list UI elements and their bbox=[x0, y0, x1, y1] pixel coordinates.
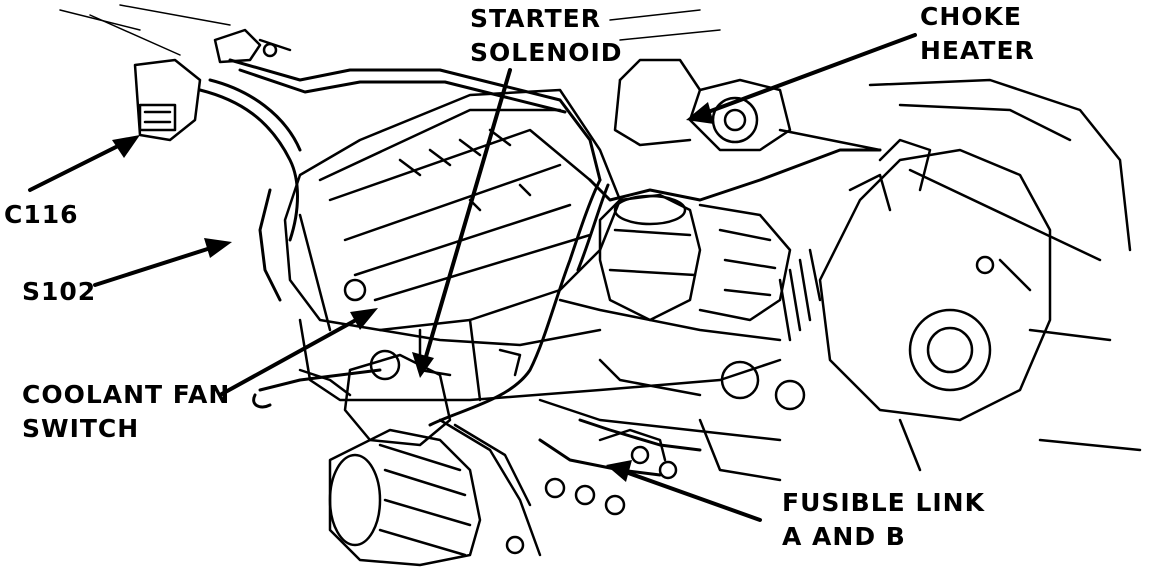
s102-arrowhead bbox=[204, 238, 232, 258]
coolant-fan-switch-label: COOLANT FAN SWITCH bbox=[22, 380, 231, 443]
choke-heater-arrow bbox=[698, 33, 917, 117]
c116-arrow bbox=[28, 138, 132, 192]
starter-solenoid-arrow bbox=[423, 68, 512, 362]
alternator bbox=[778, 138, 1052, 472]
background-lines bbox=[59, 4, 721, 56]
choke-heater-label: CHOKE HEATER bbox=[920, 2, 1035, 65]
callout-arrows bbox=[28, 33, 917, 522]
fusible-link-label: FUSIBLE LINK A AND B bbox=[782, 488, 985, 551]
fusible-link-arrow bbox=[618, 468, 762, 522]
c116-connector bbox=[133, 28, 292, 142]
starter-solenoid-arrowhead bbox=[412, 352, 434, 378]
c116-arrowhead bbox=[112, 135, 140, 158]
choke-heater-arrowhead bbox=[686, 102, 714, 124]
valve-cover bbox=[283, 88, 622, 347]
coolant-fan-arrowhead bbox=[350, 308, 378, 330]
fusible-link-connectors bbox=[544, 428, 678, 516]
coolant-fan-arrow bbox=[218, 313, 367, 397]
starter-motor bbox=[298, 349, 542, 567]
fusible-link-arrowhead bbox=[606, 460, 632, 482]
intake-assembly bbox=[598, 58, 792, 322]
c116-label: C116 bbox=[4, 200, 79, 229]
s102-arrow bbox=[93, 243, 222, 287]
fan-shroud bbox=[778, 78, 1142, 452]
s102-label: S102 bbox=[22, 277, 97, 306]
starter-solenoid-label: STARTER SOLENOID bbox=[470, 4, 623, 67]
wiring-harness bbox=[198, 58, 882, 477]
